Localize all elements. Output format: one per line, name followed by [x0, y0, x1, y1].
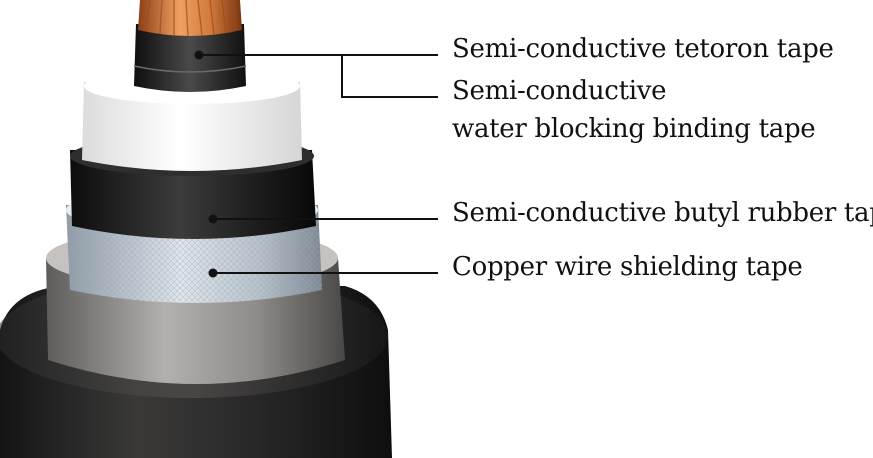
tetoron-tape-layer — [133, 24, 247, 92]
leader-lines — [194, 50, 438, 278]
label-tetoron-tape: Semi-conductive tetoron tape — [452, 34, 834, 64]
label-water-blocking-line1: Semi-conductive — [452, 76, 667, 106]
copper-conductor — [138, 0, 242, 37]
label-copper-wire-shielding-tape: Copper wire shielding tape — [452, 252, 803, 282]
label-water-blocking-line2: water blocking binding tape — [452, 114, 816, 144]
label-butyl-rubber-tape: Semi-conductive butyl rubber tape — [452, 198, 873, 228]
